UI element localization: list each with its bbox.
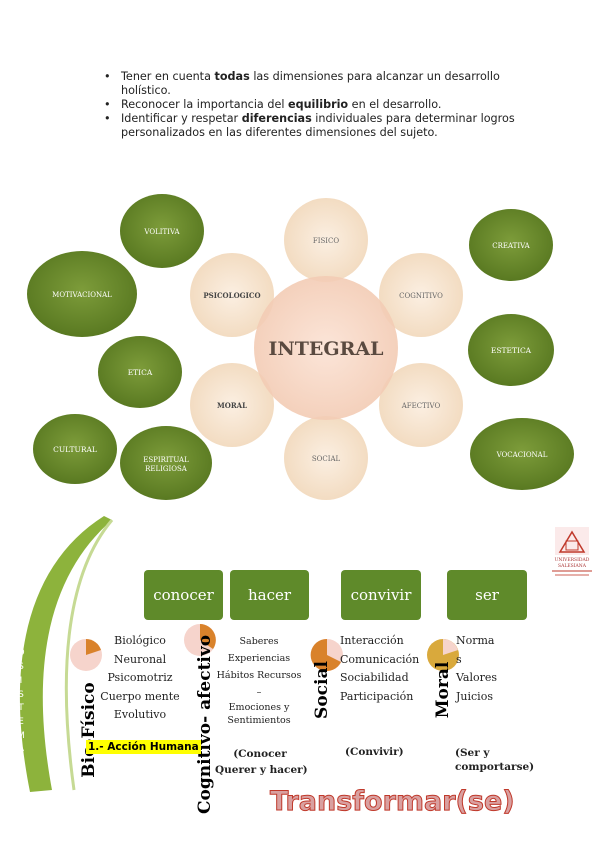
svg-text:ESPIRITUAL: ESPIRITUAL — [143, 456, 189, 464]
label-cognitivo-afectivo: Cognitivo- afectivo — [195, 634, 215, 814]
svg-text:RELIGIOSA: RELIGIOSA — [145, 465, 188, 473]
objectives-list: Tener en cuenta todas las dimensiones pa… — [102, 70, 532, 140]
petal-moral: MORAL — [190, 363, 274, 447]
list-item: Hábitos Recursos — [216, 670, 302, 681]
svg-text:MOTIVACIONAL: MOTIVACIONAL — [52, 291, 112, 299]
list-item: Neuronal — [113, 652, 167, 666]
ecosistema-arc — [19, 516, 112, 792]
petal-cognitivo: COGNITIVO — [379, 253, 463, 337]
objective-item: Identificar y respetar diferencias indiv… — [102, 112, 532, 140]
svg-text:SOCIAL: SOCIAL — [312, 455, 341, 463]
svg-text:CREATIVA: CREATIVA — [492, 242, 530, 250]
svg-text:ETICA: ETICA — [128, 368, 153, 377]
list-item: Emociones y — [228, 702, 290, 713]
petal-social: SOCIAL — [284, 416, 368, 500]
caption-line: (Conocer — [233, 748, 287, 760]
list-item: Biológico — [114, 634, 166, 647]
svg-text:FISICO: FISICO — [313, 237, 340, 245]
list-item: Evolutivo — [113, 708, 167, 721]
svg-text:COGNITIVO: COGNITIVO — [399, 292, 443, 300]
list-item: Valores — [456, 671, 498, 684]
list-item: – — [256, 687, 262, 698]
outer-espiritual-religiosa: ESPIRITUAL RELIGIOSA — [120, 426, 212, 500]
caption-ser: (Ser y comportarse) — [455, 746, 545, 774]
letter: A — [17, 744, 25, 755]
box-ser: ser — [447, 570, 527, 620]
list-item: Psicomotriz — [107, 671, 173, 684]
label-social: Social — [312, 661, 332, 719]
letter: S — [18, 689, 24, 700]
list-item: Comunicación — [340, 652, 420, 666]
caption-line: Querer y hacer) — [215, 764, 308, 776]
ecosistema-arc-edge — [64, 519, 114, 791]
letter: E — [18, 621, 24, 631]
outer-creativa: CREATIVA — [469, 209, 553, 281]
pie-icon-cognitivo — [184, 624, 216, 656]
label-bio-fisico: Bio-Físico — [79, 682, 99, 778]
svg-text:CULTURAL: CULTURAL — [53, 445, 97, 454]
pie-icon-social — [310, 638, 343, 671]
letter: T — [18, 703, 24, 714]
list-item: Saberes — [239, 636, 279, 647]
caption-convivir: (Convivir) — [345, 746, 404, 758]
objective-item: Reconocer la importancia del equilibrio … — [102, 98, 532, 112]
svg-text:VOCACIONAL: VOCACIONAL — [496, 451, 548, 459]
items-moral: Norma s Valores Juicios — [456, 632, 516, 706]
pie-icon-biofisico — [70, 639, 102, 671]
svg-text:UNIVERSIDAD: UNIVERSIDAD — [555, 557, 590, 563]
university-logo: UNIVERSIDAD SALESIANA — [552, 527, 592, 576]
outer-etica: ETICA — [98, 336, 182, 408]
list-item: Interacción — [340, 634, 404, 647]
caption-line: (Ser y — [455, 747, 490, 759]
list-item: Norma — [456, 634, 495, 647]
letter: O — [17, 648, 25, 659]
svg-text:PSICOLOGICO: PSICOLOGICO — [203, 291, 260, 300]
center-integral: INTEGRAL — [254, 276, 398, 420]
outer-vocacional: VOCACIONAL — [470, 418, 574, 490]
list-item: Experiencias — [227, 653, 291, 664]
objective-item: Tener en cuenta todas las dimensiones pa… — [102, 70, 532, 98]
list-item: Juicios — [456, 689, 493, 703]
svg-text:INTEGRAL: INTEGRAL — [269, 338, 384, 360]
transformar-title: Transformar(se) — [270, 786, 516, 818]
caption-line: comportarse) — [455, 761, 535, 773]
box-hacer: hacer — [230, 570, 309, 620]
svg-text:SALESIANA: SALESIANA — [558, 563, 587, 569]
list-item: Participación — [340, 689, 414, 703]
outer-motivacional: MOTIVACIONAL — [27, 251, 137, 337]
box-convivir: convivir — [341, 570, 421, 620]
svg-text:VOLITIVA: VOLITIVA — [143, 228, 180, 236]
letter: I — [19, 675, 23, 686]
list-item: Sociabilidad — [340, 671, 409, 684]
items-biofisico: Biológico Neuronal Psicomotriz Cuerpo me… — [100, 632, 180, 725]
list-item: Sentimientos — [227, 715, 291, 726]
ecosistema-letters: E C O S I S T E M A — [15, 620, 27, 757]
box-conocer: conocer — [144, 570, 223, 620]
letter: M — [17, 730, 25, 741]
items-social: Interacción Comunicación Sociabilidad Pa… — [340, 632, 420, 706]
outer-estetica: ESTETICA — [468, 314, 554, 386]
outer-cultural: CULTURAL — [33, 414, 117, 484]
caption-conocer: (Conocer Querer y hacer) — [215, 746, 308, 778]
letter: E — [18, 716, 24, 727]
list-item: s — [456, 652, 462, 666]
petal-afectivo: AFECTIVO — [379, 363, 463, 447]
accion-humana-label: 1.- Acción Humana — [86, 740, 201, 754]
svg-text:AFECTIVO: AFECTIVO — [401, 402, 441, 410]
petal-fisico: FISICO — [284, 198, 368, 282]
petal-psicologico: PSICOLOGICO — [190, 253, 274, 337]
list-item: Cuerpo mente — [100, 689, 180, 703]
svg-text:ESTETICA: ESTETICA — [491, 346, 532, 355]
letter: C — [17, 634, 25, 645]
outer-volitiva: VOLITIVA — [120, 194, 204, 268]
items-cognitivo: Saberes Experiencias Hábitos Recursos – … — [213, 633, 305, 727]
pie-icon-moral — [427, 639, 459, 671]
label-moral: Moral — [433, 661, 453, 719]
svg-text:MORAL: MORAL — [217, 401, 247, 410]
letter: S — [18, 662, 24, 673]
